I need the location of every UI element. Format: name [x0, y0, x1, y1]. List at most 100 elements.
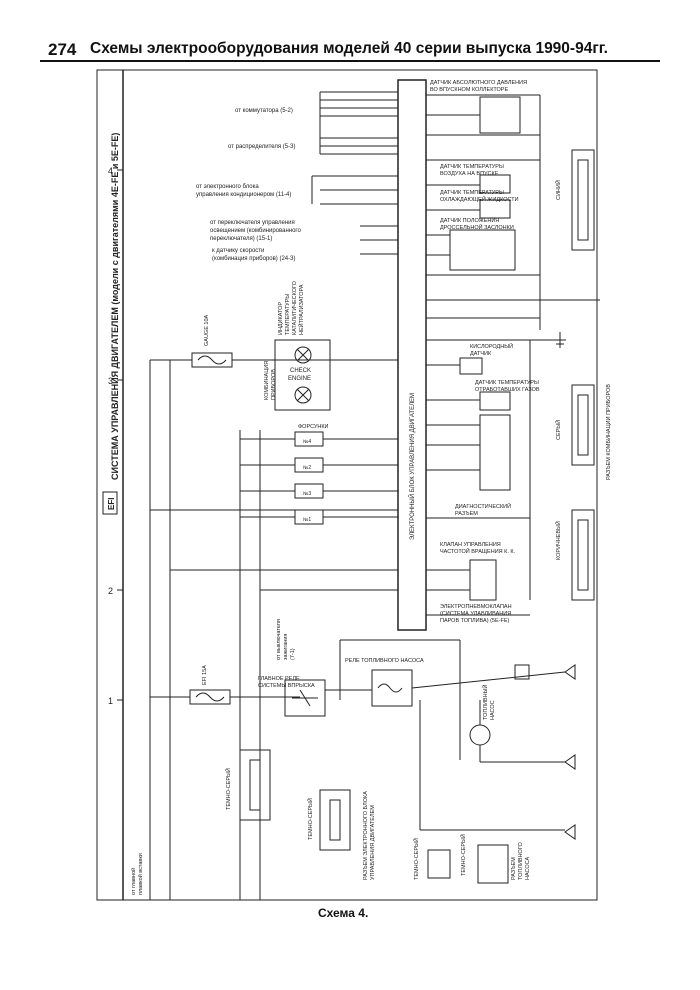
main-relay-box	[284, 679, 326, 717]
label-oxygen-2: ДАТЧИК	[470, 351, 492, 357]
map-sensor-box	[479, 96, 521, 134]
label-gauge-fuse: GAUGE 10A	[204, 314, 210, 346]
grid-number-3: 3	[108, 376, 113, 386]
label-ac-ecu-2: управления кондиционером (11-4)	[196, 192, 291, 198]
label-ecu-connector-2: УПРАВЛЕНИЯ ДВИГАТЕЛЕМ	[370, 805, 376, 880]
label-ignition-2: зажигания	[283, 634, 289, 660]
fuel-pump-motor	[469, 724, 491, 746]
label-ignition-3: (7-1)	[290, 648, 296, 660]
label-efi-fuse: EFI 15A	[202, 665, 208, 685]
side-connectors	[571, 149, 595, 601]
page-title: Схемы электрооборудования моделей 40 сер…	[90, 40, 608, 57]
ecu-connection-box	[514, 664, 530, 680]
ecu-block	[397, 79, 427, 631]
diagnostic-connector-box	[479, 414, 511, 491]
label-fuel-relay: РЕЛЕ ТОПЛИВНОГО НАСОСА	[345, 658, 424, 664]
label-dark-gray-2: ТЕМНО-СЕРЫЙ	[306, 798, 314, 840]
label-injector-1: №1	[303, 517, 311, 523]
label-idle-1: КЛАПАН УПРАВЛЕНИЯ	[440, 542, 501, 548]
label-combi-1: КОМБИНАЦИЯ	[264, 361, 270, 400]
grid-number-4: 4	[108, 166, 113, 176]
figure-caption: Схема 4.	[318, 906, 369, 920]
label-coolant-2: ОХЛАЖДАЮЩЕЙ ЖИДКОСТИ	[440, 195, 519, 203]
label-connector-brown: КОРИЧНЕВЫЙ	[554, 521, 562, 560]
label-fuel-pump-2: НАСОС	[490, 700, 496, 720]
check-engine-box	[274, 339, 331, 411]
label-ignition-1: от выключателя	[276, 619, 282, 660]
efi-logo-box	[102, 491, 118, 515]
idle-valve-box	[469, 559, 497, 601]
input-wires	[311, 91, 398, 255]
label-idle-2: ЧАСТОТОЙ ВРАЩЕНИЯ К. К.	[440, 547, 516, 555]
label-connector-blue: СИНИЙ	[554, 180, 562, 200]
label-evap-1: ЭЛЕКТРОПНЕВМОКЛАПАН	[440, 604, 512, 610]
label-intake-2: ВОЗДУХА НА ВПУСКЕ	[440, 171, 499, 177]
label-cat-1: ИНДИКАТОР	[278, 302, 284, 335]
label-fuel-pump-1: ТОПЛИВНЫЙ	[481, 685, 489, 720]
label-exhaust-1: ДАТЧИК ТЕМПЕРАТУРЫ	[475, 380, 539, 386]
diagram-frame	[96, 69, 598, 901]
label-switch-2: освещением (комбинированного	[210, 228, 301, 234]
label-diag-2: РАЗЪЕМ	[455, 511, 478, 517]
label-connector-gray: СЕРЫЙ	[554, 420, 562, 440]
ecu-label: ЭЛЕКТРОННЫЙ БЛОК УПРАВЛЕНИЯ ДВИГАТЕЛЕМ	[408, 393, 416, 540]
label-pump-connector-2: ТОПЛИВНОГО	[518, 842, 524, 880]
label-cluster-connector: РАЗЪЕМ КОМБИНАЦИИ ПРИБОРОВ	[606, 384, 612, 480]
label-map-2: ВО ВПУСКНОМ КОЛЛЕКТОРЕ	[430, 87, 508, 93]
label-cat-4: НЕЙТРАЛИЗАТОРА	[297, 284, 305, 335]
label-cat-3: КАТАЛИТИЧЕСКОГО	[292, 280, 298, 335]
page-number: 274	[48, 40, 77, 59]
label-pump-connector-1: РАЗЪЕМ	[511, 857, 517, 880]
label-injector-4: №4	[303, 439, 311, 445]
label-throttle-1: ДАТЧИК ПОЛОЖЕНИЯ	[440, 218, 499, 224]
throttle-sensor-box	[449, 229, 516, 271]
label-switch-3: переключателя) (15-1)	[210, 236, 272, 242]
label-injectors: ФОРСУНКИ	[298, 424, 329, 430]
check-engine-lamp-2	[294, 386, 312, 404]
label-evap-2: (СИСТЕМА УЛАВЛИВАНИЯ	[440, 611, 511, 617]
label-throttle-2: ДРОССЕЛЬНОЙ ЗАСЛОНКИ	[440, 223, 514, 231]
label-ecu-connector-1: РАЗЪЕМ ЭЛЕКТРОННОГО БЛОКА	[363, 791, 369, 880]
ground-symbols	[554, 332, 576, 840]
label-switch-1: от переключателя управления	[210, 220, 295, 226]
label-injector-2: №2	[303, 465, 311, 471]
connector-blocks	[239, 749, 509, 884]
label-map-1: ДАТЧИК АБСОЛЮТНОГО ДАВЛЕНИЯ	[430, 80, 527, 86]
exhaust-temp-sensor-box	[479, 391, 511, 411]
label-dark-gray-1: ТЕМНО-СЕРЫЙ	[224, 768, 232, 810]
label-main-fuse-1: от главной	[130, 868, 137, 895]
label-combi-2: ПРИБОРОВ	[271, 369, 277, 400]
page-header: 274 Схемы электрооборудования моделей 40…	[40, 36, 660, 64]
label-intake-1: ДАТЧИК ТЕМПЕРАТУРЫ	[440, 164, 504, 170]
label-dark-gray-3: ТЕМНО-СЕРЫЙ	[412, 838, 420, 880]
label-distributor: от распределителя (5-3)	[228, 144, 295, 150]
label-oxygen-1: КИСЛОРОДНЫЙ	[470, 342, 513, 350]
label-commutator: от коммутатора (5-2)	[235, 108, 293, 114]
header-rule	[40, 60, 660, 62]
grid-number-1: 1	[108, 696, 113, 706]
label-coolant-1: ДАТЧИК ТЕМПЕРАТУРЫ	[440, 190, 504, 196]
label-dark-gray-4: ТЕМНО-СЕРЫЙ	[459, 834, 467, 876]
label-speed-2: (комбинация приборов) (24-3)	[212, 256, 295, 262]
label-check-engine-1: CHECK	[290, 368, 311, 374]
sensor-wires	[426, 94, 600, 616]
grid-number-2: 2	[108, 586, 113, 596]
label-main-fuse-2: плавкой вставки	[137, 853, 144, 895]
label-exhaust-2: ОТРАБОТАВШИХ ГАЗОВ	[475, 387, 540, 393]
label-cat-2: ТЕМПЕРАТУРЫ	[285, 294, 291, 335]
label-pump-connector-3: НАСОСА	[525, 857, 531, 880]
efi-logo: EFI	[107, 498, 116, 510]
label-evap-3: ПАРОВ ТОПЛИВА) (5E-FE)	[440, 618, 509, 624]
diagram-title: СИСТЕМА УПРАВЛЕНИЯ ДВИГАТЕЛЕМ (модели с …	[110, 133, 120, 480]
label-main-relay-2: СИСТЕМЫ ВПРЫСКА	[258, 683, 315, 689]
coolant-temp-sensor-box	[479, 199, 511, 219]
label-injector-3: №3	[303, 491, 311, 497]
label-speed-1: к датчику скорости	[212, 248, 264, 254]
label-check-engine-2: ENGINE	[288, 376, 311, 382]
label-diag-1: ДИАГНОСТИЧЕСКИЙ	[455, 502, 511, 510]
oxygen-sensor-box	[459, 357, 483, 375]
intake-temp-sensor-box	[479, 174, 511, 194]
label-ac-ecu-1: от электронного блока	[196, 184, 259, 190]
label-main-relay-1: ГЛАВНОЕ РЕЛЕ	[258, 676, 300, 682]
